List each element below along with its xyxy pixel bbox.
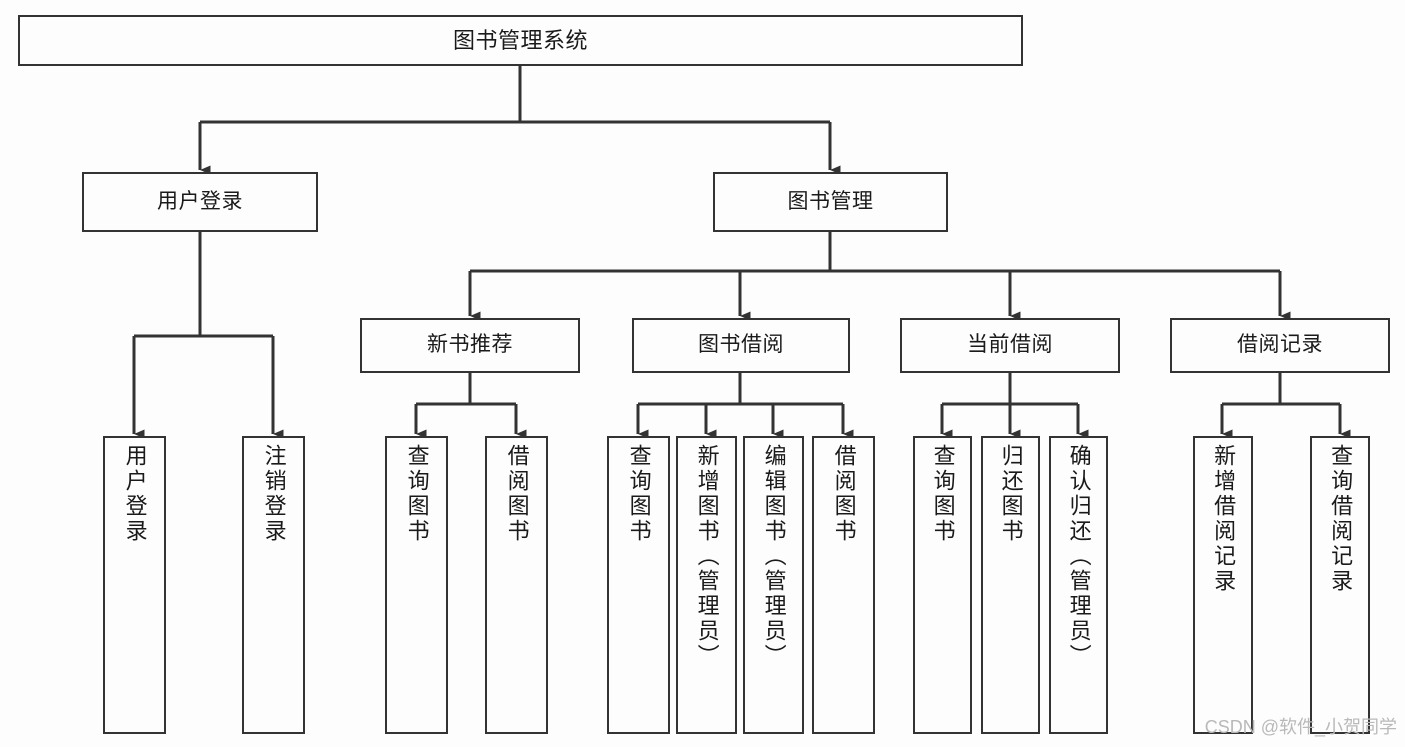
node-leaf-user-login-label: 用户登录: [122, 444, 148, 544]
node-root-label: 图书管理系统: [452, 27, 588, 53]
node-leaf-borrow-book-1[interactable]: 借阅图书: [485, 436, 548, 734]
node-borrow-record-label: 借阅记录: [1237, 333, 1323, 357]
node-leaf-borrow-book-1-label: 借阅图书: [504, 444, 530, 544]
node-leaf-add-book-label: 新增图书（管理员）: [694, 444, 720, 669]
node-user-login-label: 用户登录: [157, 189, 243, 213]
node-leaf-query-book-1[interactable]: 查询图书: [385, 436, 448, 734]
node-book-manage-label: 图书管理: [787, 189, 874, 213]
node-leaf-confirm-return-label: 确认归还（管理员）: [1066, 444, 1092, 669]
node-book-borrow-label: 图书借阅: [698, 333, 784, 357]
watermark-text: CSDN @软件_小贺同学: [1204, 717, 1397, 737]
node-leaf-query-book-3-label: 查询图书: [930, 444, 956, 544]
node-leaf-logout[interactable]: 注销登录: [242, 436, 305, 734]
node-current-borrow-label: 当前借阅: [967, 333, 1053, 357]
node-leaf-edit-book[interactable]: 编辑图书（管理员）: [743, 436, 804, 734]
node-leaf-query-book-2-label: 查询图书: [626, 444, 652, 544]
node-leaf-return-book-label: 归还图书: [998, 444, 1024, 544]
node-new-book-rec-label: 新书推荐: [427, 333, 513, 357]
node-leaf-query-record[interactable]: 查询借阅记录: [1310, 436, 1370, 734]
node-leaf-query-book-3[interactable]: 查询图书: [913, 436, 972, 734]
node-leaf-confirm-return[interactable]: 确认归还（管理员）: [1049, 436, 1108, 734]
node-root[interactable]: 图书管理系统: [18, 15, 1023, 66]
node-leaf-return-book[interactable]: 归还图书: [981, 436, 1040, 734]
node-borrow-record[interactable]: 借阅记录: [1170, 318, 1390, 373]
node-leaf-query-book-1-label: 查询图书: [404, 444, 430, 544]
node-user-login[interactable]: 用户登录: [82, 172, 318, 232]
connector-lines: [132, 66, 1351, 439]
node-book-manage[interactable]: 图书管理: [713, 172, 948, 232]
node-leaf-logout-label: 注销登录: [261, 444, 287, 544]
node-new-book-rec[interactable]: 新书推荐: [360, 318, 580, 373]
node-leaf-add-record-label: 新增借阅记录: [1211, 444, 1237, 594]
node-leaf-user-login[interactable]: 用户登录: [103, 436, 166, 734]
node-leaf-add-record[interactable]: 新增借阅记录: [1193, 436, 1253, 734]
node-book-borrow[interactable]: 图书借阅: [632, 318, 850, 373]
node-leaf-add-book[interactable]: 新增图书（管理员）: [676, 436, 737, 734]
node-leaf-borrow-book-2-label: 借阅图书: [831, 444, 857, 544]
node-leaf-borrow-book-2[interactable]: 借阅图书: [812, 436, 875, 734]
node-leaf-edit-book-label: 编辑图书（管理员）: [761, 444, 787, 669]
node-leaf-query-book-2[interactable]: 查询图书: [607, 436, 670, 734]
node-leaf-query-record-label: 查询借阅记录: [1328, 444, 1354, 594]
node-current-borrow[interactable]: 当前借阅: [900, 318, 1120, 373]
